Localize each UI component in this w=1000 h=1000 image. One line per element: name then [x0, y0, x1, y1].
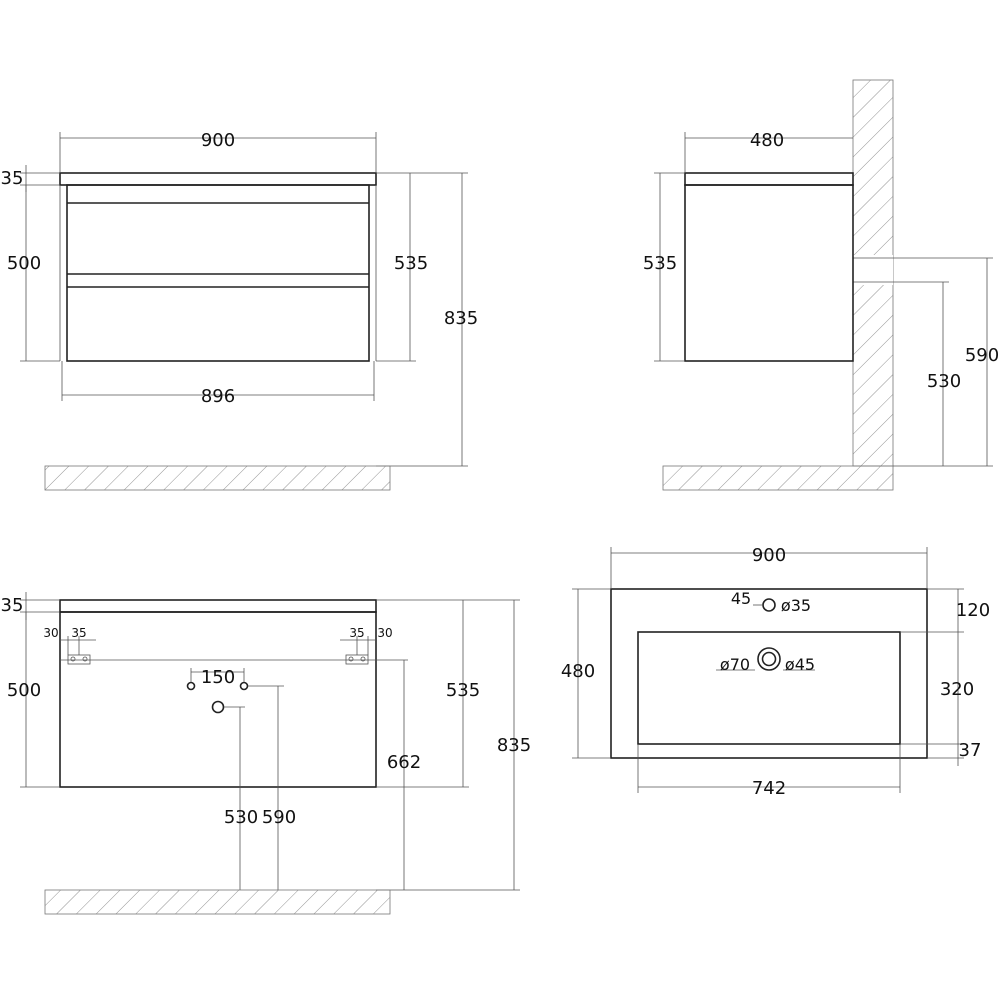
top-drain-outer-label: ø70 — [720, 655, 750, 674]
back-supply-height-label: 590 — [262, 807, 296, 828]
back-drain-hole — [211, 700, 225, 714]
back-top-thickness-label: 35 — [1, 595, 24, 616]
front-cabinet-body — [66, 184, 370, 362]
back-cabinet-height-label: 535 — [446, 680, 480, 701]
side-floor-hatch — [662, 465, 894, 491]
back-countertop — [59, 599, 377, 613]
top-basin-outline — [637, 631, 901, 745]
back-left-offset-b: 35 — [71, 626, 86, 640]
back-floor-hatch — [44, 889, 391, 915]
side-depth-label: 480 — [750, 130, 784, 151]
top-front-margin-label: 37 — [959, 740, 982, 761]
top-drain-inner-label: ø45 — [785, 655, 815, 674]
top-drain-outer — [757, 647, 781, 671]
front-top-thickness-label: 35 — [1, 168, 24, 189]
back-body-height-label: 500 — [7, 680, 41, 701]
front-width-top-label: 900 — [201, 130, 235, 151]
top-tap-hole — [762, 598, 776, 612]
front-overall-height-label: 835 — [444, 308, 478, 329]
back-drain-height-label: 530 — [224, 807, 258, 828]
top-back-margin-label: 120 — [956, 600, 990, 621]
top-basin-depth-label: 320 — [940, 679, 974, 700]
side-view: 480 535 590 530 — [643, 79, 999, 491]
top-view: 45 ø35 ø70 ø45 900 480 120 320 37 742 — [561, 545, 990, 799]
back-pipe-spacing-label: 150 — [201, 667, 235, 688]
top-countertop-outline — [610, 588, 928, 759]
top-tap-offset-label: 45 — [731, 589, 751, 608]
front-body-height-label: 500 — [7, 253, 41, 274]
top-tap-hole-label: ø35 — [781, 596, 811, 615]
side-cabinet-body — [684, 184, 854, 362]
side-height-label: 535 — [643, 253, 677, 274]
top-drain-inner — [761, 651, 777, 667]
front-countertop — [59, 172, 377, 186]
side-pipe-lower-label: 530 — [927, 371, 961, 392]
top-depth-label: 480 — [561, 661, 595, 682]
back-overall-height-label: 835 — [497, 735, 531, 756]
back-right-offset-b: 35 — [349, 626, 364, 640]
back-bracket-height-label: 662 — [387, 752, 421, 773]
front-cabinet-height-label: 535 — [394, 253, 428, 274]
front-floor-hatch — [44, 465, 391, 491]
front-width-bottom-label: 896 — [201, 386, 235, 407]
back-cabinet-body — [59, 611, 377, 788]
front-view: 900 35 500 535 835 896 — [1, 130, 478, 491]
top-width-label: 900 — [752, 545, 786, 566]
side-pipe-upper-label: 590 — [965, 345, 999, 366]
back-right-offset-a: 30 — [377, 626, 392, 640]
back-left-offset-a: 30 — [43, 626, 58, 640]
back-supply-hole-left — [186, 681, 196, 691]
side-countertop — [684, 172, 854, 186]
back-supply-hole-right — [239, 681, 249, 691]
top-basin-width-label: 742 — [752, 778, 786, 799]
back-view: 30 35 35 30 150 530 590 35 500 535 — [1, 592, 531, 915]
